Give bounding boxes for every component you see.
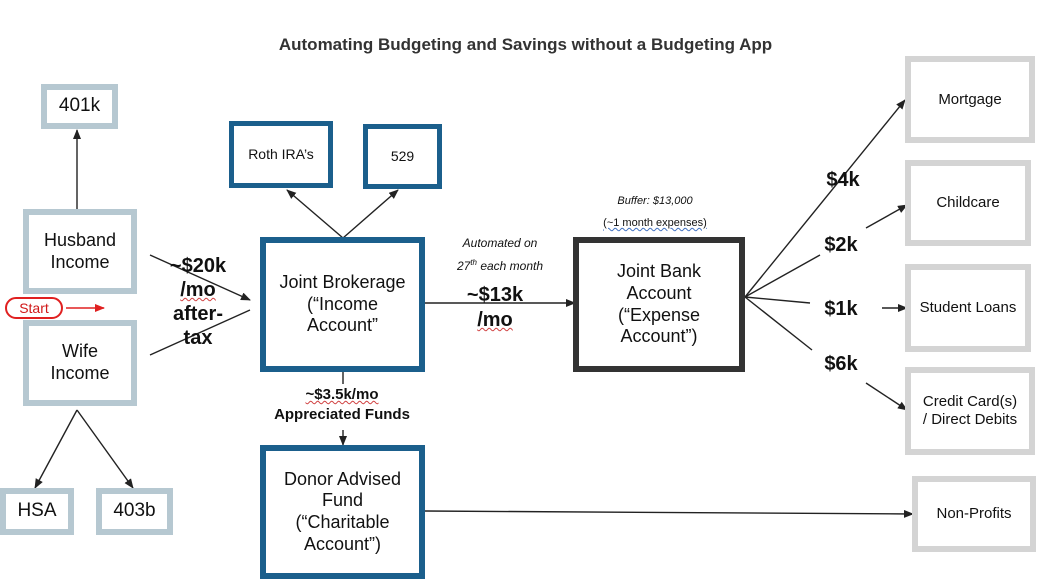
bank-line-3: (“Expense <box>617 304 701 325</box>
donor-line-4: Account”) <box>303 533 382 554</box>
income-amount: ~$20k <box>169 255 227 277</box>
income-per-month: /mo <box>180 279 216 301</box>
bank-line-4: Account”) <box>620 326 698 347</box>
appreciated-text: Appreciated Funds <box>274 405 410 423</box>
node-hsa: HSA <box>0 488 74 535</box>
wife-line-1: Wife <box>62 341 98 362</box>
automation-rest: each month <box>476 258 544 273</box>
automation-line-2: 27th each month <box>440 255 560 278</box>
node-donor-advised-fund: Donor Advised Fund (“Charitable Account”… <box>260 445 425 579</box>
arrow-credit-branch <box>865 382 908 411</box>
node-mortgage: Mortgage <box>905 56 1035 143</box>
transfer-per-month: /mo <box>477 309 513 331</box>
donor-line-3: (“Charitable <box>295 512 390 532</box>
diagram-title: Automating Budgeting and Savings without… <box>278 35 773 54</box>
node-childcare: Childcare <box>905 160 1031 246</box>
husband-line-2: Income <box>50 251 110 272</box>
node-wife-income: Wife Income <box>23 320 137 406</box>
line-bank-to-childcare <box>744 254 821 298</box>
node-403b-label: 403b <box>113 500 156 522</box>
mortgage-amount: $4k <box>826 169 860 191</box>
buffer-label: Buffer: $13,000 (~1 month expenses) <box>590 190 720 234</box>
childcare-amount: $2k <box>824 234 858 256</box>
automation-day: 27 <box>456 258 471 273</box>
node-mortgage-label: Mortgage <box>938 90 1002 108</box>
buffer-note: (~1 month expenses) <box>603 217 707 229</box>
automation-day-suffix: th <box>470 257 477 267</box>
arrow-husband-to-brokerage <box>149 254 251 301</box>
brokerage-line-3: Account” <box>306 315 379 336</box>
credit-line-1: Credit Card(s) <box>922 393 1018 410</box>
line-wife-to-brokerage <box>149 309 251 356</box>
node-401k-label: 401k <box>58 95 101 117</box>
bank-line-1: Joint Bank <box>616 261 702 282</box>
arrow-wife-to-hsa <box>34 409 78 489</box>
node-student-loans-label: Student Loans <box>919 299 1017 316</box>
node-hsa-label: HSA <box>17 500 57 522</box>
transfer-amount: ~$13k <box>466 284 524 306</box>
node-529-label: 529 <box>390 148 415 165</box>
transfer-amount-label: ~$13k /mo <box>455 283 535 333</box>
node-non-profits-label: Non-Profits <box>936 505 1012 522</box>
automation-schedule-label: Automated on 27th each month <box>440 232 560 278</box>
bank-line-2: Account <box>626 282 692 303</box>
node-403b: 403b <box>96 488 173 535</box>
arrow-childcare-branch <box>865 204 908 229</box>
income-tax: tax <box>183 327 213 349</box>
node-roth-ira: Roth IRA’s <box>229 121 333 188</box>
node-childcare-label: Childcare <box>936 194 1000 211</box>
wife-line-2: Income <box>50 363 110 383</box>
node-roth-label: Roth IRA’s <box>248 146 314 163</box>
start-badge: Start <box>5 297 63 319</box>
node-credit-cards: Credit Card(s) / Direct Debits <box>905 367 1035 455</box>
arrow-brokerage-to-roth <box>286 189 344 239</box>
arrow-donor-to-nonprofits <box>424 509 914 518</box>
husband-line-1: Husband <box>43 229 117 250</box>
student-loans-amount: $1k <box>824 298 858 320</box>
appreciated-amount: ~$3.5k/mo <box>305 386 379 403</box>
node-non-profits: Non-Profits <box>912 476 1036 552</box>
node-joint-bank-account: Joint Bank Account (“Expense Account”) <box>573 237 745 372</box>
arrow-bank-to-mortgage <box>744 99 906 298</box>
brokerage-line-2: (“Income <box>306 293 378 314</box>
donor-line-2: Fund <box>321 490 364 511</box>
brokerage-line-1: Joint Brokerage <box>279 272 406 293</box>
line-bank-to-credit <box>744 296 813 351</box>
appreciated-funds-label: ~$3.5k/mo Appreciated Funds <box>262 385 422 424</box>
buffer-amount: Buffer: $13,000 <box>617 195 693 207</box>
credit-amount: $6k <box>824 353 858 375</box>
node-student-loans: Student Loans <box>905 264 1031 352</box>
node-401k: 401k <box>41 84 118 129</box>
credit-line-2: / Direct Debits <box>922 411 1018 428</box>
arrow-brokerage-to-529 <box>342 189 399 239</box>
income-amount-label: ~$20k /mo after- tax <box>160 254 236 350</box>
donor-line-1: Donor Advised <box>283 468 402 489</box>
node-joint-brokerage: Joint Brokerage (“Income Account” <box>260 237 425 372</box>
node-529: 529 <box>363 124 442 189</box>
line-bank-to-student <box>744 296 811 304</box>
node-husband-income: Husband Income <box>23 209 137 294</box>
automation-line-1: Automated on <box>462 236 538 250</box>
income-after: after- <box>172 303 223 325</box>
arrow-wife-to-403b <box>76 409 134 489</box>
